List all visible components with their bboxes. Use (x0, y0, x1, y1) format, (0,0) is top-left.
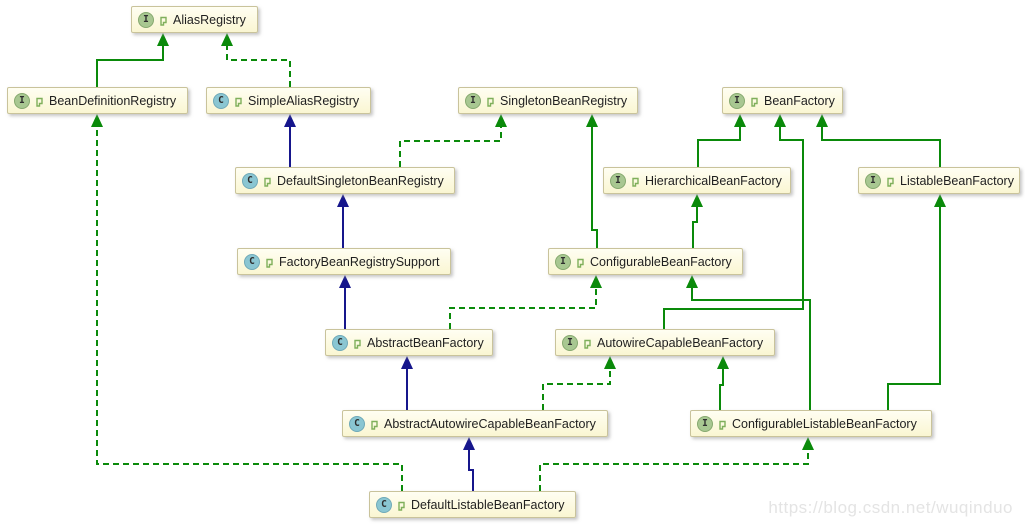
arrowhead-icon (717, 356, 729, 369)
arrowhead-icon (221, 33, 233, 46)
node-autowire-capable-bean-factory[interactable]: I AutowireCapableBeanFactory (555, 329, 775, 356)
arrowhead-icon (339, 275, 351, 288)
class-icon: C (242, 172, 258, 189)
interface-icon: I (865, 172, 881, 189)
node-label: HierarchicalBeanFactory (645, 173, 782, 188)
visibility-key-icon (264, 256, 275, 268)
visibility-key-icon (485, 95, 496, 107)
visibility-key-icon (233, 95, 244, 107)
edge-default-listable-bean-factory-implements-configurable-listable-bean-factory (539, 449, 809, 491)
node-label: AutowireCapableBeanFactory (597, 335, 764, 350)
edge-hierarchical-bean-factory-extends-bean-factory (697, 126, 741, 167)
interface-icon: I (138, 11, 154, 28)
interface-icon: I (555, 253, 571, 270)
arrowhead-icon (734, 114, 746, 127)
visibility-key-icon (885, 175, 896, 187)
interface-icon: I (465, 92, 481, 109)
arrowhead-icon (934, 194, 946, 207)
interface-icon: I (562, 334, 578, 351)
arrowhead-icon (604, 356, 616, 369)
interface-icon: I (697, 415, 713, 432)
node-bean-definition-registry[interactable]: I BeanDefinitionRegistry (7, 87, 188, 114)
node-bean-factory[interactable]: I BeanFactory (722, 87, 843, 114)
node-label: AbstractAutowireCapableBeanFactory (384, 416, 596, 431)
arrowhead-icon (91, 114, 103, 127)
visibility-key-icon (717, 418, 728, 430)
class-icon: C (213, 92, 229, 109)
edge-configurable-listable-bean-factory-extends-configurable-bean-factory (691, 287, 811, 410)
visibility-key-icon (369, 418, 380, 430)
edge-default-listable-bean-factory-extends-abstract-autowire-capable-bean-factory (468, 449, 474, 491)
node-label: SingletonBeanRegistry (500, 93, 628, 108)
arrowhead-icon (802, 437, 814, 450)
node-label: BeanDefinitionRegistry (49, 93, 177, 108)
node-simple-alias-registry[interactable]: C SimpleAliasRegistry (206, 87, 371, 114)
class-icon: C (376, 496, 392, 513)
visibility-key-icon (575, 256, 586, 268)
arrowhead-icon (686, 275, 698, 288)
arrowhead-icon (590, 275, 602, 288)
interface-icon: I (610, 172, 626, 189)
edge-simple-alias-registry-implements-alias-registry (226, 45, 291, 87)
visibility-key-icon (262, 175, 273, 187)
node-label: ConfigurableListableBeanFactory (732, 416, 917, 431)
node-label: AliasRegistry (173, 12, 246, 27)
edge-configurable-listable-bean-factory-extends-listable-bean-factory (887, 206, 941, 410)
node-abstract-bean-factory[interactable]: C AbstractBeanFactory (325, 329, 493, 356)
visibility-key-icon (158, 14, 169, 26)
edge-bean-definition-registry-extends-alias-registry (96, 45, 164, 87)
watermark: https://blog.csdn.net/wuqinduo (768, 498, 1013, 517)
arrowhead-icon (586, 114, 598, 127)
visibility-key-icon (630, 175, 641, 187)
edge-listable-bean-factory-extends-bean-factory (821, 126, 941, 167)
node-label: BeanFactory (764, 93, 835, 108)
class-icon: C (244, 253, 260, 270)
visibility-key-icon (34, 95, 45, 107)
edge-abstract-autowire-capable-bean-factory-implements-autowire-capable-bean-factory (542, 368, 611, 410)
arrowhead-icon (816, 114, 828, 127)
node-label: ConfigurableBeanFactory (590, 254, 732, 269)
node-hierarchical-bean-factory[interactable]: I HierarchicalBeanFactory (603, 167, 791, 194)
arrowhead-icon (774, 114, 786, 127)
node-default-singleton-bean-registry[interactable]: C DefaultSingletonBeanRegistry (235, 167, 455, 194)
class-icon: C (349, 415, 365, 432)
node-label: DefaultListableBeanFactory (411, 497, 565, 512)
arrowhead-icon (157, 33, 169, 46)
arrowhead-icon (284, 114, 296, 127)
node-factory-bean-registry-support[interactable]: C FactoryBeanRegistrySupport (237, 248, 451, 275)
interface-icon: I (14, 92, 30, 109)
edge-default-listable-bean-factory-implements-bean-definition-registry (96, 126, 403, 491)
edge-configurable-listable-bean-factory-extends-autowire-capable-bean-factory (719, 368, 724, 410)
visibility-key-icon (749, 95, 760, 107)
visibility-key-icon (352, 337, 363, 349)
node-label: ListableBeanFactory (900, 173, 1014, 188)
edge-configurable-bean-factory-extends-singleton-bean-registry (591, 126, 598, 248)
node-default-listable-bean-factory[interactable]: C DefaultListableBeanFactory (369, 491, 576, 518)
edge-default-singleton-bean-registry-implements-singleton-bean-registry (399, 126, 502, 167)
node-label: AbstractBeanFactory (367, 335, 484, 350)
edge-configurable-bean-factory-extends-hierarchical-bean-factory (692, 206, 698, 248)
interface-icon: I (729, 92, 745, 109)
node-listable-bean-factory[interactable]: I ListableBeanFactory (858, 167, 1020, 194)
node-label: SimpleAliasRegistry (248, 93, 360, 108)
arrowhead-icon (401, 356, 413, 369)
node-abstract-autowire-capable-bean-factory[interactable]: C AbstractAutowireCapableBeanFactory (342, 410, 608, 437)
node-label: FactoryBeanRegistrySupport (279, 254, 440, 269)
class-icon: C (332, 334, 348, 351)
visibility-key-icon (396, 499, 407, 511)
visibility-key-icon (582, 337, 593, 349)
edge-autowire-capable-bean-factory-extends-bean-factory (663, 126, 804, 329)
node-alias-registry[interactable]: I AliasRegistry (131, 6, 258, 33)
arrowhead-icon (337, 194, 349, 207)
node-singleton-bean-registry[interactable]: I SingletonBeanRegistry (458, 87, 638, 114)
arrowhead-icon (463, 437, 475, 450)
arrowhead-icon (495, 114, 507, 127)
edge-abstract-bean-factory-implements-configurable-bean-factory (449, 287, 597, 329)
node-configurable-bean-factory[interactable]: I ConfigurableBeanFactory (548, 248, 743, 275)
node-configurable-listable-bean-factory[interactable]: I ConfigurableListableBeanFactory (690, 410, 932, 437)
arrowhead-icon (691, 194, 703, 207)
node-label: DefaultSingletonBeanRegistry (277, 173, 444, 188)
